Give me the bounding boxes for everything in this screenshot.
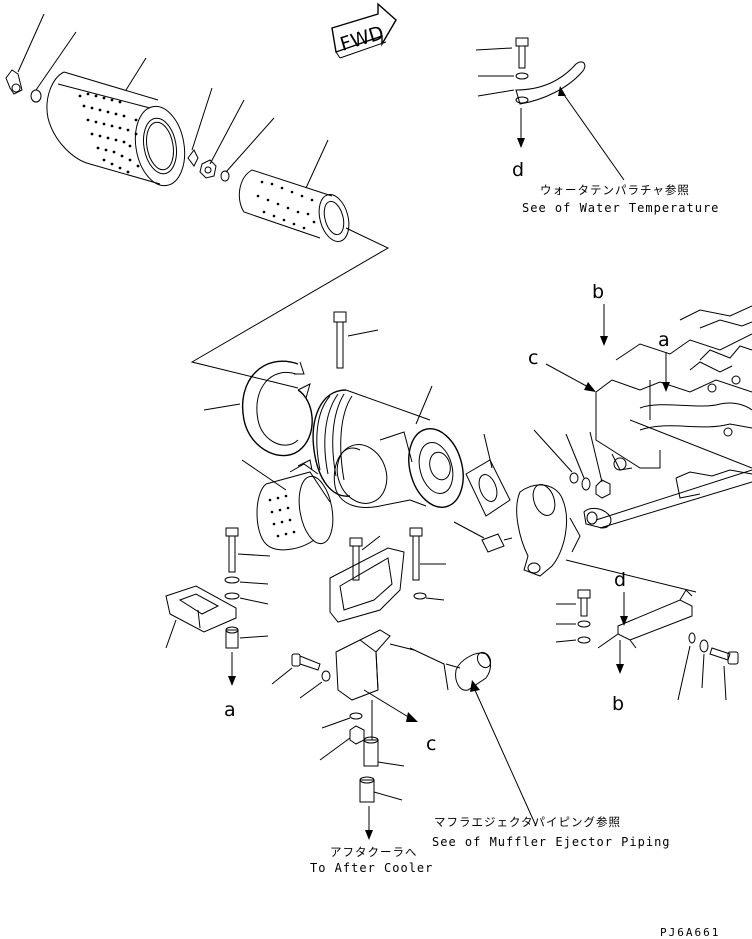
label-b-bottom: b [612, 693, 624, 715]
mount-plate-icon [335, 639, 379, 701]
muffler-ref-en: See of Muffler Ejector Piping [432, 835, 671, 849]
nut-icon [199, 159, 217, 179]
washer-icon [224, 576, 240, 584]
bracket-icon [617, 599, 693, 641]
washer-icon [515, 72, 529, 80]
outer-filter-element-icon [46, 71, 186, 187]
washer-icon [413, 592, 427, 600]
inner-filter-element-icon [238, 169, 350, 242]
spacer-icon [225, 626, 239, 649]
sensor-plug-icon [453, 521, 513, 553]
bolt-icon [291, 653, 321, 671]
engine-block-icon [595, 305, 752, 529]
water-temp-ref-jp: ウォータテンパラチャ参照 [540, 183, 690, 197]
clip-icon [187, 149, 199, 167]
after-cooler-en: To After Cooler [310, 861, 433, 875]
label-d-top: d [512, 159, 524, 181]
label-a-top: a [658, 329, 670, 351]
bolt-icon [515, 37, 529, 69]
label-b-top: b [592, 281, 604, 303]
washer-icon [220, 170, 230, 182]
air-cleaner-element-group [5, 13, 390, 389]
muffler-ref-jp: マフラエジェクタパイピング参照 [434, 815, 621, 829]
water-temp-ref-en: See of Water Temperature [522, 201, 719, 215]
spacer-icon [363, 736, 379, 767]
center-bracket-group: c アフタクーラへ To After Cooler [271, 527, 449, 875]
label-d-mid: d [614, 569, 626, 591]
spacer-icon [359, 776, 375, 803]
water-temperature-group: d ウォータテンパラチャ参照 See of Water Temperature [475, 37, 719, 215]
wing-nut-icon [5, 69, 23, 95]
muffler-ejector-icon: マフラエジェクタパイピング参照 See of Muffler Ejector P… [432, 651, 671, 849]
washer-icon [30, 89, 42, 103]
bolt-icon [409, 527, 423, 581]
bracket-icon [329, 547, 405, 623]
bracket-icon [515, 61, 586, 105]
bolt-icon [709, 647, 739, 665]
label-c-top: c [528, 347, 538, 369]
right-bracket-group: d b [555, 559, 739, 715]
fastener-stack-icon [533, 429, 612, 529]
bolt-icon [577, 589, 591, 617]
label-c-bottom: c [426, 733, 436, 755]
band-clamp-icon [203, 360, 313, 457]
gasket-icon [465, 433, 511, 517]
bolt-icon [225, 527, 239, 573]
fwd-arrow-icon: FWD [331, 2, 397, 59]
label-a-bottom: a [224, 699, 236, 721]
after-cooler-jp: アフタクーラへ [330, 845, 418, 859]
left-bracket-group: a [165, 527, 271, 721]
bolt-icon [333, 311, 379, 369]
drawing-code: PJ6A661 [660, 926, 720, 939]
connector-elbow-icon [516, 484, 581, 577]
dust-cup-icon [241, 459, 334, 551]
bracket-icon [165, 585, 237, 633]
air-cleaner-body-icon [312, 385, 464, 508]
